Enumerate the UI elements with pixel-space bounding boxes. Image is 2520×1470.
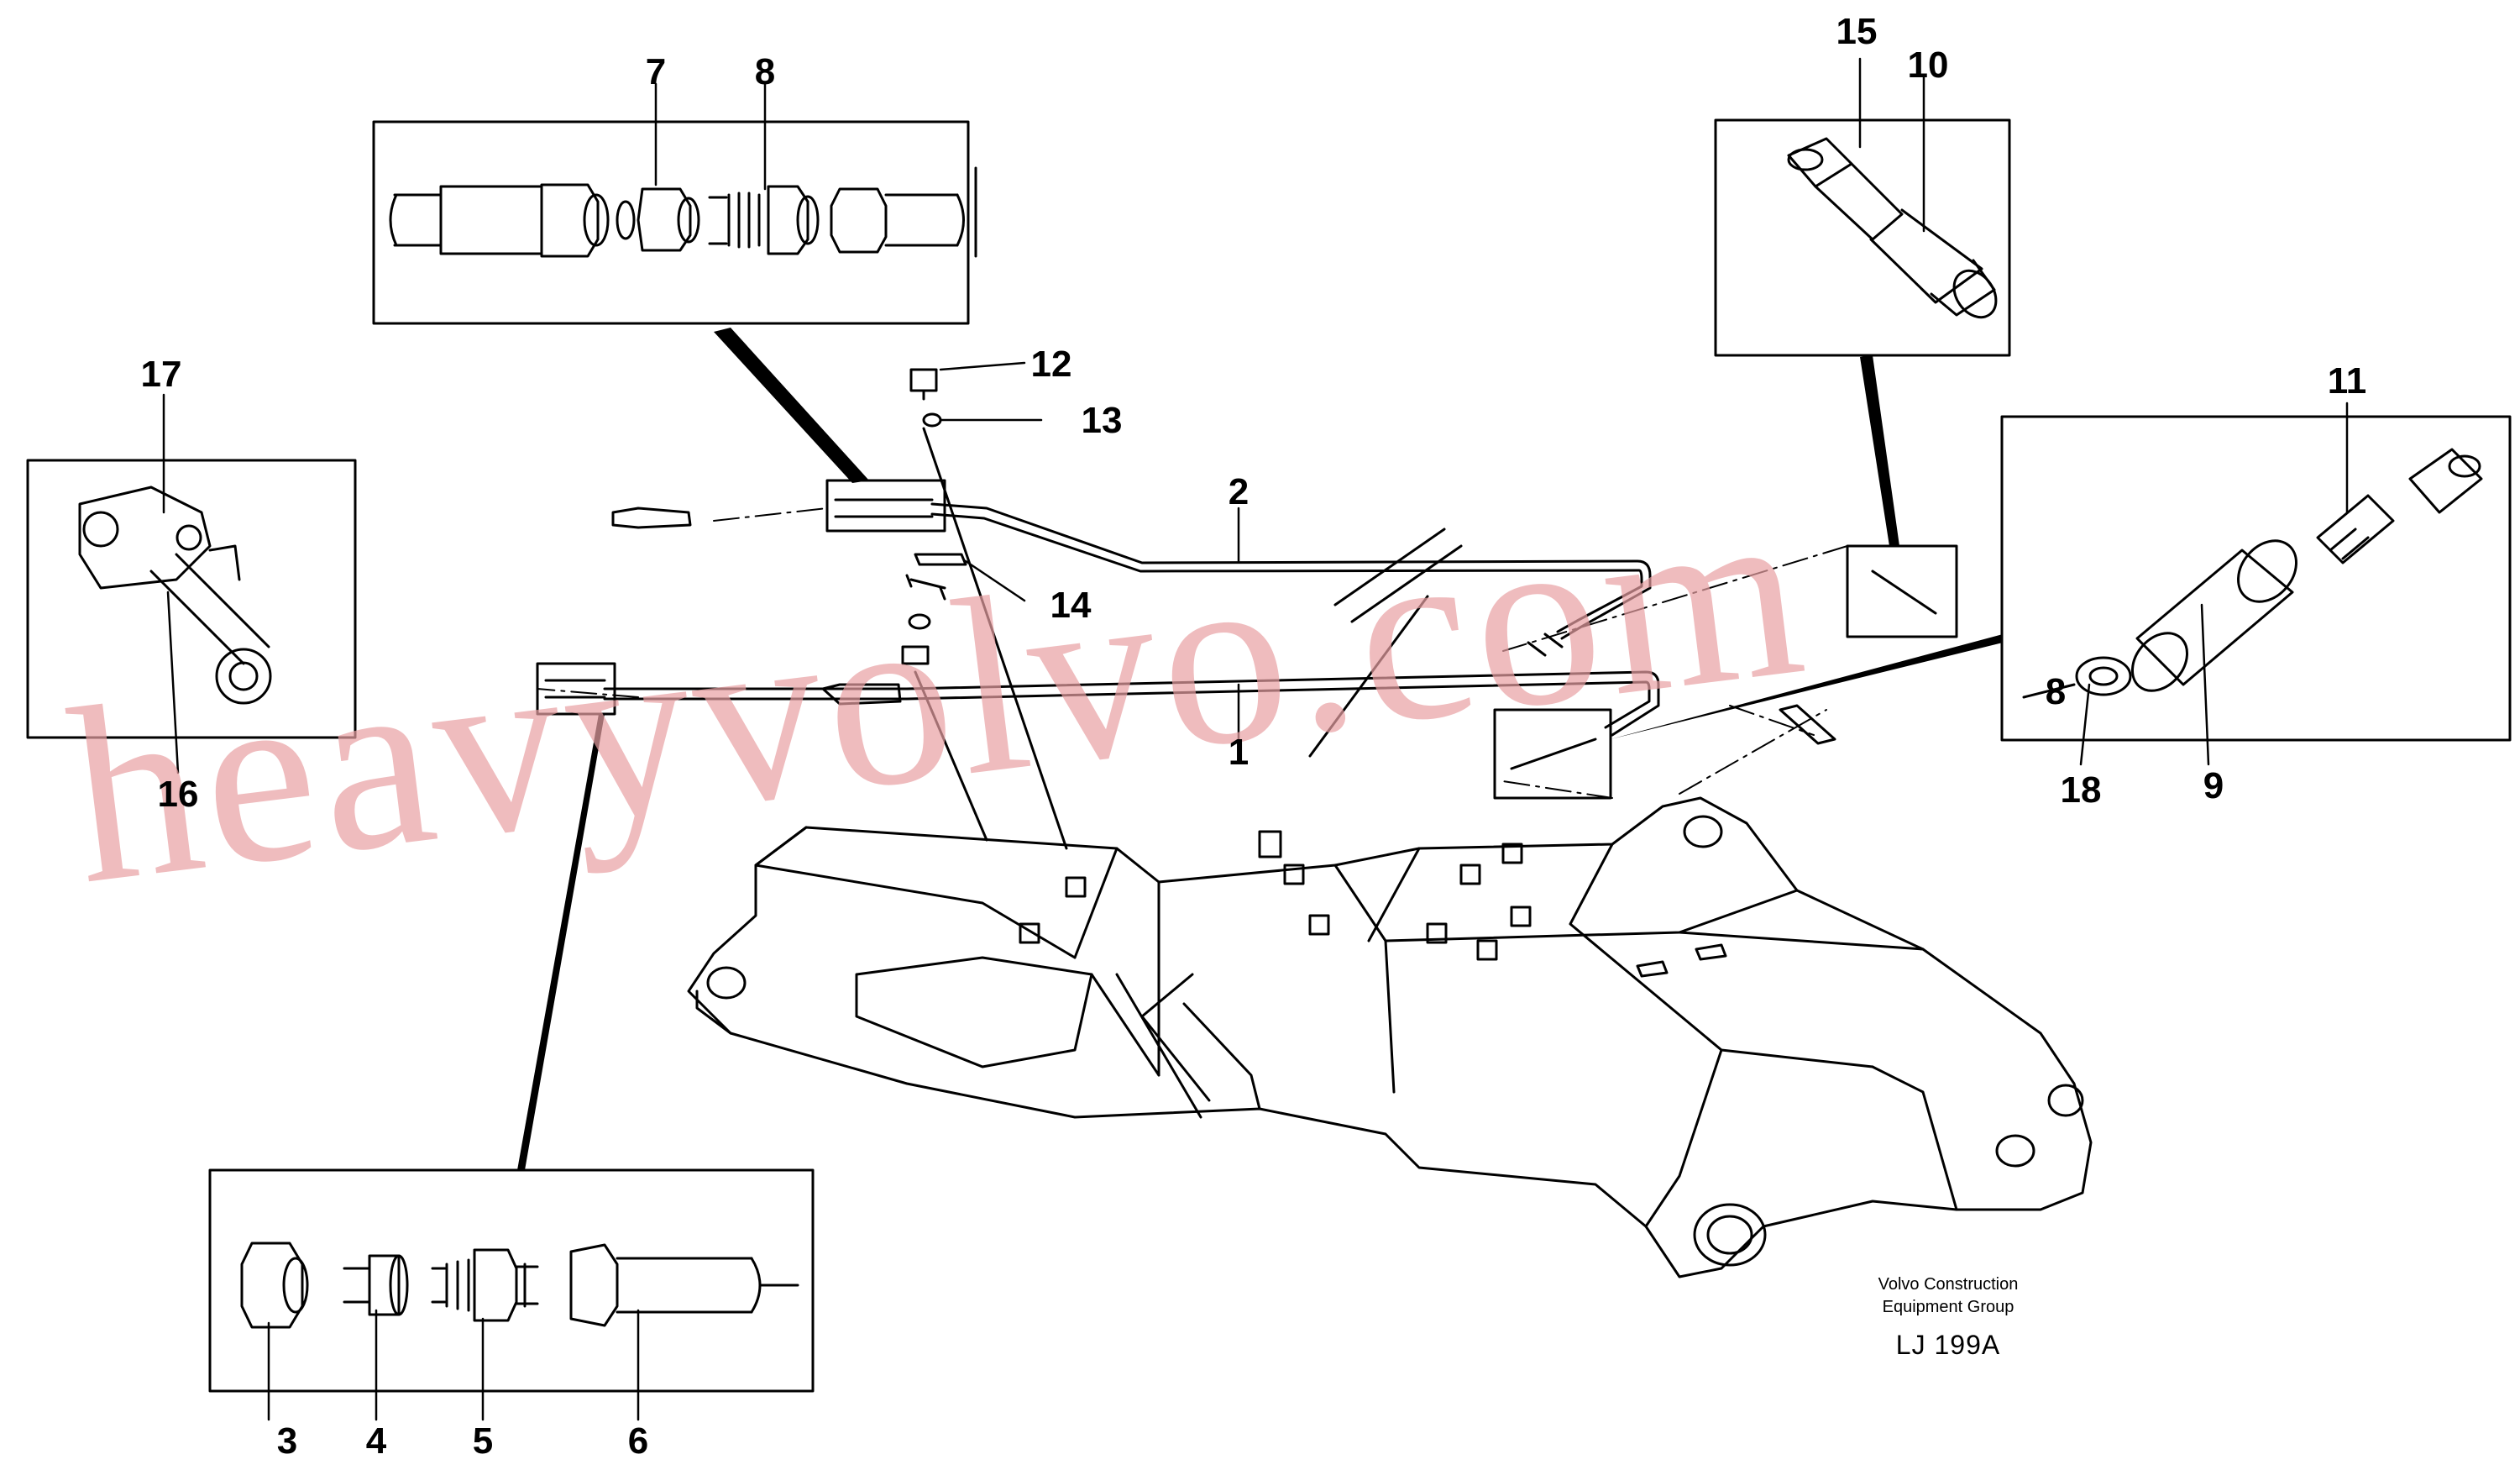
callout-16: 16 (158, 774, 199, 815)
watermark-text: heavyvolvo.com (56, 447, 1820, 937)
callout-3: 3 (277, 1420, 297, 1462)
detail-box-left (26, 459, 357, 739)
callout-14: 14 (1050, 585, 1092, 626)
callout-5: 5 (473, 1420, 493, 1462)
pipe-1 (603, 670, 1660, 737)
locator-box-upper (825, 479, 946, 533)
callout-4: 4 (366, 1420, 387, 1462)
callout-8: 8 (755, 51, 775, 92)
callout-labels: 1 2 3 4 5 6 7 8 8 9 10 11 12 13 14 15 16… (141, 11, 2367, 1462)
callout-8-right: 8 (2046, 671, 2066, 712)
pointer-wedges (517, 328, 2003, 1170)
callout-15: 15 (1836, 11, 1878, 52)
detail-box-top-right (1714, 118, 2011, 357)
callout-11: 11 (2328, 360, 2367, 402)
locator-box-right-upper (1846, 544, 1958, 638)
callout-6: 6 (628, 1420, 648, 1462)
detail-box-bottom (208, 1168, 815, 1393)
boom-body (687, 796, 2093, 1278)
callout-7: 7 (646, 51, 666, 92)
caption-line-2: Equipment Group (1883, 1298, 2014, 1316)
pipe-2 (930, 502, 1652, 657)
callout-1: 1 (1229, 732, 1249, 773)
callout-17: 17 (141, 354, 182, 395)
callout-2: 2 (1229, 471, 1249, 512)
detail-box-top (372, 120, 977, 325)
callout-9: 9 (2203, 765, 2224, 806)
callout-12: 12 (1031, 344, 1072, 385)
caption-line-1: Volvo Construction (1878, 1275, 2019, 1294)
callout-10: 10 (1908, 45, 1949, 86)
callout-13: 13 (1082, 400, 1123, 441)
figure-code: LJ 199A (1896, 1330, 2000, 1360)
callout-18: 18 (2061, 769, 2102, 811)
locator-box-right-lower (1493, 708, 1612, 800)
detail-box-right (2000, 415, 2512, 742)
callout-leaders (162, 57, 2349, 1421)
figure-caption: Volvo Construction Equipment Group LJ 19… (1878, 1275, 2019, 1360)
